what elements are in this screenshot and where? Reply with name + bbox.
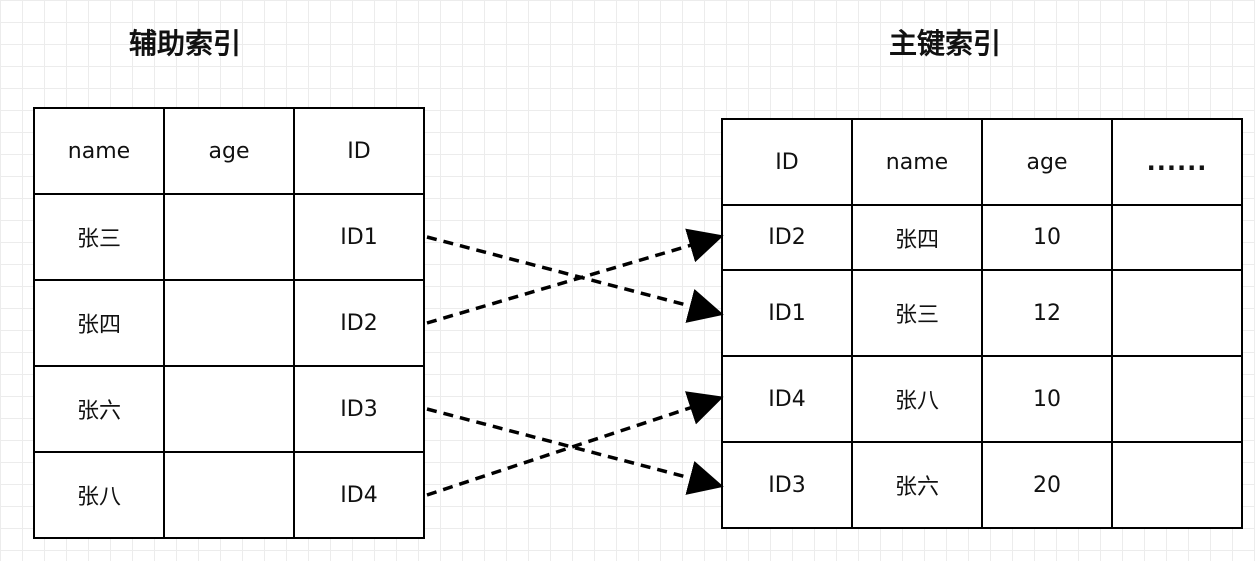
table-row: 张三 ID1 — [33, 193, 425, 281]
id-cell: ID1 — [293, 193, 425, 281]
extra-cell — [1111, 269, 1243, 357]
age-cell: 12 — [981, 269, 1113, 357]
name-cell: 张四 — [851, 204, 983, 271]
table-row: ID4 张八 10 — [721, 355, 1243, 443]
header-cell: age — [163, 107, 295, 195]
id-cell: ID3 — [721, 441, 853, 529]
name-cell: 张四 — [33, 279, 165, 367]
name-cell: 张三 — [851, 269, 983, 357]
age-cell — [163, 365, 295, 453]
name-cell: 张八 — [33, 451, 165, 539]
name-cell: 张六 — [851, 441, 983, 529]
more-columns-header: ...... — [1111, 118, 1243, 206]
table-row: 张八 ID4 — [33, 451, 425, 539]
mapping-arrow-id3 — [426, 407, 724, 495]
name-cell: 张三 — [33, 193, 165, 281]
id-cell: ID2 — [293, 279, 425, 367]
table-header-row: ID name age ...... — [721, 118, 1243, 206]
name-cell: 张六 — [33, 365, 165, 453]
header-cell: ID — [293, 107, 425, 195]
age-cell — [163, 193, 295, 281]
mapping-arrow-id4 — [426, 391, 724, 497]
table-header-row: name age ID — [33, 107, 425, 195]
table-row: ID2 张四 10 — [721, 204, 1243, 271]
primary-index-table: ID name age ...... ID2 张四 10 ID1 张三 12 I… — [721, 118, 1243, 529]
id-cell: ID3 — [293, 365, 425, 453]
age-cell: 10 — [981, 204, 1113, 271]
secondary-index-table: name age ID 张三 ID1 张四 ID2 张六 ID3 张八 ID4 — [33, 107, 425, 539]
age-cell — [163, 279, 295, 367]
header-cell: name — [851, 118, 983, 206]
age-cell — [163, 451, 295, 539]
extra-cell — [1111, 355, 1243, 443]
name-cell: 张八 — [851, 355, 983, 443]
age-cell: 20 — [981, 441, 1113, 529]
extra-cell — [1111, 441, 1243, 529]
table-row: ID1 张三 12 — [721, 269, 1243, 357]
extra-cell — [1111, 204, 1243, 271]
table-row: 张六 ID3 — [33, 365, 425, 453]
id-cell: ID4 — [721, 355, 853, 443]
header-cell: name — [33, 107, 165, 195]
primary-index-title: 主键索引 — [888, 27, 1001, 60]
header-cell: ID — [721, 118, 853, 206]
age-cell: 10 — [981, 355, 1113, 443]
header-cell: age — [981, 118, 1113, 206]
secondary-index-title: 辅助索引 — [128, 27, 241, 60]
id-cell: ID1 — [721, 269, 853, 357]
id-cell: ID2 — [721, 204, 853, 271]
mapping-arrow-id1 — [426, 235, 724, 323]
id-cell: ID4 — [293, 451, 425, 539]
table-row: ID3 张六 20 — [721, 441, 1243, 529]
table-row: 张四 ID2 — [33, 279, 425, 367]
mapping-arrow-id2 — [426, 228, 724, 325]
